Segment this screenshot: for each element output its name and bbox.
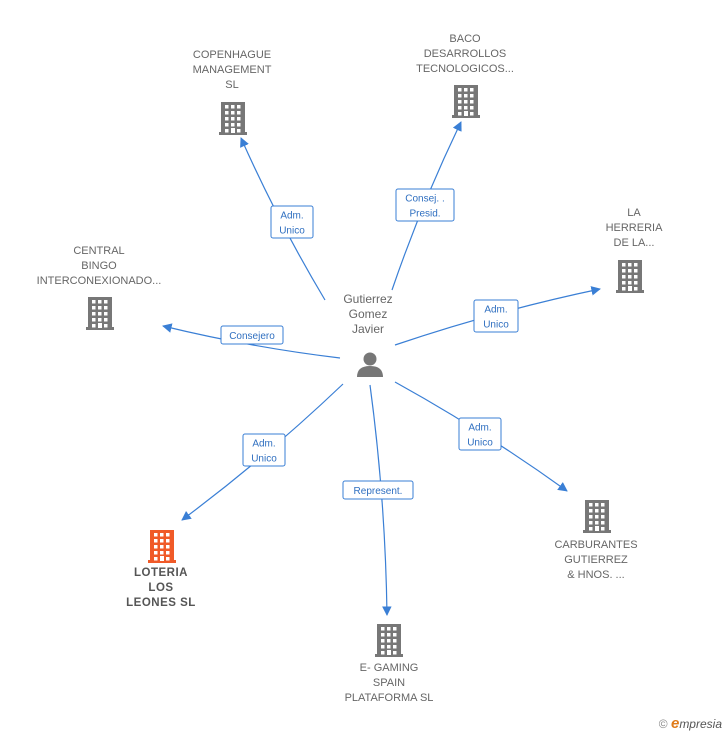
building-icon[interactable] [375,624,403,657]
svg-text:Adm.Unico: Adm.Unico [483,305,509,331]
svg-text:Adm.Unico: Adm.Unico [279,211,305,237]
svg-text:Adm.Unico: Adm.Unico [251,439,277,465]
empresia-watermark: © empresia [659,715,722,732]
brand-name: mpresia [679,717,722,731]
building-icon[interactable] [583,500,611,533]
building-icon[interactable] [219,102,247,135]
relation-label-copenhague[interactable]: Adm.Unico [270,205,314,239]
svg-text:Adm.Unico: Adm.Unico [467,423,493,449]
relation-label-carburantes[interactable]: Adm.Unico [458,417,502,451]
person-icon[interactable] [357,352,383,378]
relation-label-central[interactable]: Consejero [220,325,284,345]
svg-text:Represent.: Represent. [354,486,403,497]
relation-label-herreria[interactable]: Adm.Unico [473,299,519,333]
relation-label-egaming[interactable]: Represent. [342,480,414,500]
building-icon[interactable] [616,260,644,293]
relation-label-baco[interactable]: Consej. .Presid. [395,188,455,222]
relation-edge-central [162,323,341,359]
building-icon[interactable] [148,530,176,563]
building-icon[interactable] [86,297,114,330]
relation-edge-egaming [369,384,392,616]
relation-label-loteria[interactable]: Adm.Unico [242,433,286,467]
copyright-symbol: © [658,717,668,731]
building-icon[interactable] [452,85,480,118]
brand-initial: e [670,715,680,732]
svg-text:Consej. .Presid.: Consej. .Presid. [405,194,444,220]
svg-text:Consejero: Consejero [229,331,275,342]
